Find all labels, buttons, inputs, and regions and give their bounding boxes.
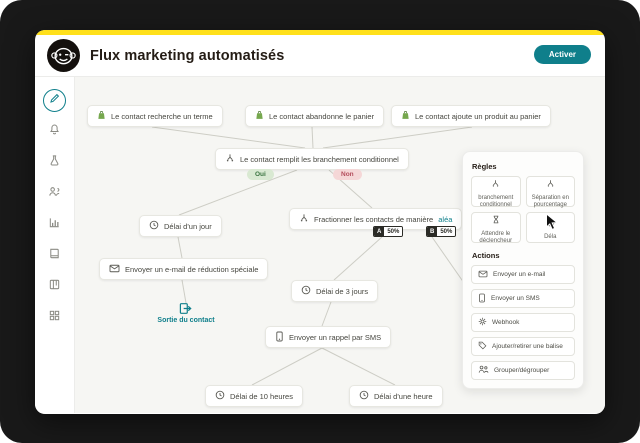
rule-card-percent-split[interactable]: Séparation en pourcentage xyxy=(525,175,575,208)
shopify-bag-icon xyxy=(401,110,410,122)
flow-node-trigger-search[interactable]: Le contact recherche un terme xyxy=(87,105,223,127)
flow-node-trigger-add-product[interactable]: Le contact ajoute un produit au panier xyxy=(391,105,551,127)
actions-section-title: Actions xyxy=(472,251,500,260)
flow-node-label: Délai de 10 heures xyxy=(230,391,293,401)
clock-icon xyxy=(359,390,369,402)
flow-canvas[interactable]: Le contact recherche un terme Le contact… xyxy=(75,77,605,413)
people-icon xyxy=(478,365,489,376)
pencil-icon xyxy=(48,92,61,110)
activate-button[interactable]: Activer xyxy=(533,45,591,64)
rule-card-label: Déla xyxy=(544,234,557,241)
flow-node-label: Le contact remplit les branchement condi… xyxy=(240,154,399,164)
flow-node-sms-reminder[interactable]: Envoyer un rappel par SMS xyxy=(265,326,392,348)
chart-icon xyxy=(48,216,61,234)
flow-node-delay-one-hour[interactable]: Délai d'une heure xyxy=(349,385,443,407)
flask-icon xyxy=(48,154,61,172)
action-item-label: Grouper/dégrouper xyxy=(494,367,550,374)
flow-node-conditional[interactable]: Le contact remplit les branchement condi… xyxy=(215,148,409,170)
flow-node-label: Fractionner les contacts de manière xyxy=(314,214,434,224)
envelope-icon xyxy=(478,270,488,280)
shopify-bag-icon xyxy=(97,110,106,122)
mouse-cursor xyxy=(545,212,559,236)
flow-node-label: Délai de 3 jours xyxy=(316,286,369,296)
flow-node-label: Le contact ajoute un produit au panier xyxy=(415,111,541,121)
rule-card-conditional-branch[interactable]: branchement conditionnel xyxy=(471,175,521,208)
action-item-label: Envoyer un SMS xyxy=(491,295,540,302)
palette-panel: Règles branchement conditionnel Séparati… xyxy=(462,151,584,389)
flow-node-delay-ten-hours[interactable]: Délai de 10 heures xyxy=(205,385,303,407)
sidebar-item-analytics[interactable] xyxy=(43,213,66,236)
sidebar-item-edit[interactable] xyxy=(43,89,66,112)
action-item-label: Envoyer un e-mail xyxy=(493,271,546,278)
action-item-label: Ajouter/retirer une balise xyxy=(492,343,563,350)
users-icon xyxy=(48,185,61,203)
split-a-badge: A 50% xyxy=(373,226,404,237)
sidebar-item-notifications[interactable] xyxy=(43,120,66,143)
flow-node-delay-one-day[interactable]: Délai d'un jour xyxy=(139,215,222,237)
grid-icon xyxy=(48,309,61,327)
action-item-send-email[interactable]: Envoyer un e-mail xyxy=(471,265,575,284)
branch-icon xyxy=(491,175,500,193)
envelope-icon xyxy=(109,264,120,275)
flow-node-label: Délai d'une heure xyxy=(374,391,433,401)
rules-grid: branchement conditionnel Séparation en p… xyxy=(471,175,575,244)
sidebar xyxy=(35,77,75,413)
branch-icon xyxy=(225,153,235,165)
exit-label: Sortie du contact xyxy=(157,317,215,324)
shopify-bag-icon xyxy=(255,110,264,122)
flow-node-label-highlight: aléa xyxy=(438,214,453,224)
tag-icon xyxy=(478,341,487,352)
flow-node-label: Le contact recherche un terme xyxy=(111,111,213,121)
app-window: Flux marketing automatisés Activer xyxy=(35,30,605,414)
flow-node-label: Délai d'un jour xyxy=(164,221,212,231)
percent-split-icon xyxy=(546,175,555,193)
sidebar-item-experiments[interactable] xyxy=(43,151,66,174)
flow-node-delay-three-days[interactable]: Délai de 3 jours xyxy=(291,280,379,302)
brand-accent-bar xyxy=(35,30,605,35)
phone-icon xyxy=(478,293,486,305)
flow-node-email-discount[interactable]: Envoyer un e-mail de réduction spéciale xyxy=(99,258,269,280)
action-item-label: Webhook xyxy=(492,319,520,326)
sidebar-item-apps[interactable] xyxy=(43,306,66,329)
split-b-letter: B xyxy=(427,227,438,236)
sidebar-item-boards[interactable] xyxy=(43,275,66,298)
action-item-group-ungroup[interactable]: Grouper/dégrouper xyxy=(471,361,575,380)
flow-node-label: Envoyer un e-mail de réduction spéciale xyxy=(125,264,259,274)
rules-section-title: Règles xyxy=(472,162,497,171)
flow-node-trigger-abandon-cart[interactable]: Le contact abandonne le panier xyxy=(245,105,385,127)
header: Flux marketing automatisés Activer xyxy=(35,35,605,77)
exit-icon xyxy=(179,302,192,319)
clock-icon xyxy=(149,220,159,232)
flow-node-label: Le contact abandonne le panier xyxy=(269,111,375,121)
phone-icon xyxy=(275,331,284,344)
action-item-send-sms[interactable]: Envoyer un SMS xyxy=(471,289,575,308)
rule-card-label: branchement conditionnel xyxy=(478,194,514,208)
action-item-add-remove-tag[interactable]: Ajouter/retirer une balise xyxy=(471,337,575,356)
flow-node-label: Envoyer un rappel par SMS xyxy=(289,332,382,342)
split-a-letter: A xyxy=(374,227,385,236)
rule-card-label: Attendre le déclencheur xyxy=(479,230,513,244)
webhook-icon xyxy=(478,317,487,328)
sidebar-item-content[interactable] xyxy=(43,244,66,267)
clock-icon xyxy=(215,390,225,402)
bell-icon xyxy=(48,123,61,141)
sidebar-item-audience[interactable] xyxy=(43,182,66,205)
hourglass-icon xyxy=(492,211,500,229)
branch-yes-pill: Oui xyxy=(247,169,274,180)
kanban-icon xyxy=(48,278,61,296)
branch-no-pill: Non xyxy=(333,169,362,180)
flow-exit-point[interactable] xyxy=(179,302,192,320)
branch-icon xyxy=(299,213,309,225)
actions-list: Envoyer un e-mail Envoyer un SMS Webhook xyxy=(471,265,575,380)
action-item-webhook[interactable]: Webhook xyxy=(471,313,575,332)
mailchimp-logo[interactable] xyxy=(47,39,80,72)
split-a-percent: 50% xyxy=(384,227,403,236)
book-icon xyxy=(48,247,61,265)
rule-card-label: Séparation en pourcentage xyxy=(531,194,569,208)
split-b-badge: B 50% xyxy=(426,226,457,237)
split-b-percent: 50% xyxy=(437,227,456,236)
clock-icon xyxy=(301,285,311,297)
rule-card-wait-trigger[interactable]: Attendre le déclencheur xyxy=(471,211,521,244)
page-title: Flux marketing automatisés xyxy=(90,47,285,64)
